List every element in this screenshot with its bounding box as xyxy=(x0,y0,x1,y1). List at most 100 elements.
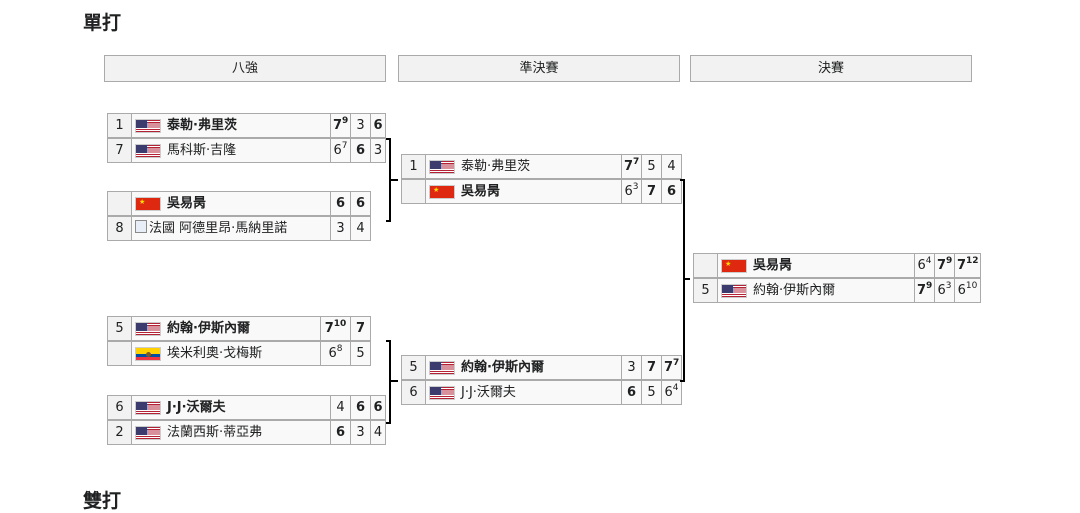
tiebreak-score: 10 xyxy=(333,319,347,329)
bracket-connector xyxy=(683,179,685,382)
set-games: 4 xyxy=(336,400,345,415)
tiebreak-score: 9 xyxy=(342,116,349,126)
tiebreak-score: 9 xyxy=(926,281,933,291)
seed-number xyxy=(107,191,132,216)
tiebreak-score: 3 xyxy=(632,182,639,192)
seed-number xyxy=(693,253,718,278)
set-score: 3 xyxy=(350,113,371,138)
set-games: 4 xyxy=(373,425,383,440)
seed-number: 5 xyxy=(693,278,718,303)
player-name[interactable]: 埃米利奧·戈梅斯 xyxy=(167,346,263,361)
tiebreak-score: 7 xyxy=(673,358,680,368)
player-name[interactable]: 法蘭西斯·蒂亞弗 xyxy=(167,425,263,440)
set-score: 6 xyxy=(661,179,682,204)
player-name[interactable]: J·J·沃爾夫 xyxy=(167,400,226,415)
set-score: 6 xyxy=(370,395,386,420)
set-games: 7 xyxy=(624,159,634,174)
set-games: 7 xyxy=(324,321,334,336)
us-flag-icon xyxy=(135,400,161,415)
set-games: 6 xyxy=(666,184,677,199)
player-cell: 泰勒·弗里茨 xyxy=(425,154,622,179)
seed-number: 7 xyxy=(107,138,132,163)
set-score: 64 xyxy=(661,380,682,405)
seed-number: 1 xyxy=(401,154,426,179)
set-games: 3 xyxy=(627,360,636,375)
player-name[interactable]: 馬科斯·吉隆 xyxy=(167,143,237,158)
set-games: 5 xyxy=(356,346,365,361)
us-flag-icon xyxy=(135,321,161,336)
set-games: 4 xyxy=(356,221,365,236)
set-games: 6 xyxy=(664,385,673,400)
set-score: 610 xyxy=(954,278,981,303)
player-name[interactable]: 吳易昺 xyxy=(753,258,793,273)
player-name[interactable]: 泰勒·弗里茨 xyxy=(461,159,531,174)
bracket-connector xyxy=(389,340,391,424)
set-score: 77 xyxy=(621,154,642,179)
player-name[interactable]: 法國 阿德里昂·馬納里諾 xyxy=(149,221,288,236)
set-score: 710 xyxy=(320,316,351,341)
set-games: 7 xyxy=(646,360,657,375)
bracket-connector xyxy=(386,340,391,342)
set-games: 6 xyxy=(624,184,633,199)
player-cell: 泰勒·弗里茨 xyxy=(131,113,331,138)
round-header-quarterfinals: 八強 xyxy=(104,55,386,82)
seed-number: 6 xyxy=(107,395,132,420)
broken-image-icon xyxy=(135,220,147,233)
set-score: 79 xyxy=(914,278,935,303)
set-games: 6 xyxy=(333,143,342,158)
player-name[interactable]: 吳易昺 xyxy=(167,196,207,211)
us-flag-icon xyxy=(429,360,455,375)
set-games: 7 xyxy=(646,184,657,199)
player-cell: 約翰·伊斯內爾 xyxy=(717,278,915,303)
set-score: 3 xyxy=(370,138,386,163)
player-name[interactable]: 約翰·伊斯內爾 xyxy=(167,321,250,336)
bracket-connector xyxy=(683,278,690,280)
set-score: 4 xyxy=(661,154,682,179)
set-games: 7 xyxy=(937,258,947,273)
set-games: 6 xyxy=(335,425,346,440)
seed-number: 5 xyxy=(107,316,132,341)
bracket-connector xyxy=(389,179,398,181)
set-score: 79 xyxy=(330,113,351,138)
set-score: 67 xyxy=(330,138,351,163)
tiebreak-score: 4 xyxy=(925,256,932,266)
player-name[interactable]: J·J·沃爾夫 xyxy=(461,385,516,400)
seed-number: 6 xyxy=(401,380,426,405)
tiebreak-score: 4 xyxy=(672,383,679,393)
player-name[interactable]: 吳易昺 xyxy=(461,184,501,199)
bracket-connector xyxy=(680,179,685,181)
set-games: 6 xyxy=(355,143,366,158)
set-score: 4 xyxy=(370,420,386,445)
round-header-final: 決賽 xyxy=(690,55,972,82)
player-name[interactable]: 泰勒·弗里茨 xyxy=(167,118,237,133)
set-games: 3 xyxy=(336,221,345,236)
set-games: 5 xyxy=(647,159,656,174)
tiebreak-score: 3 xyxy=(945,281,952,291)
tiebreak-score: 9 xyxy=(946,256,953,266)
set-score: 6 xyxy=(350,138,371,163)
player-name[interactable]: 約翰·伊斯內爾 xyxy=(753,283,836,298)
player-name[interactable]: 約翰·伊斯內爾 xyxy=(461,360,544,375)
set-score: 63 xyxy=(934,278,955,303)
set-score: 63 xyxy=(621,179,642,204)
set-score: 6 xyxy=(621,380,642,405)
us-flag-icon xyxy=(721,283,747,298)
cn-flag-icon xyxy=(721,258,747,273)
set-score: 7 xyxy=(350,316,371,341)
set-score: 3 xyxy=(350,420,371,445)
set-games: 6 xyxy=(626,385,637,400)
tiebreak-score: 12 xyxy=(966,256,979,266)
bracket-connector xyxy=(680,380,685,382)
tiebreak-score: 10 xyxy=(965,281,978,291)
